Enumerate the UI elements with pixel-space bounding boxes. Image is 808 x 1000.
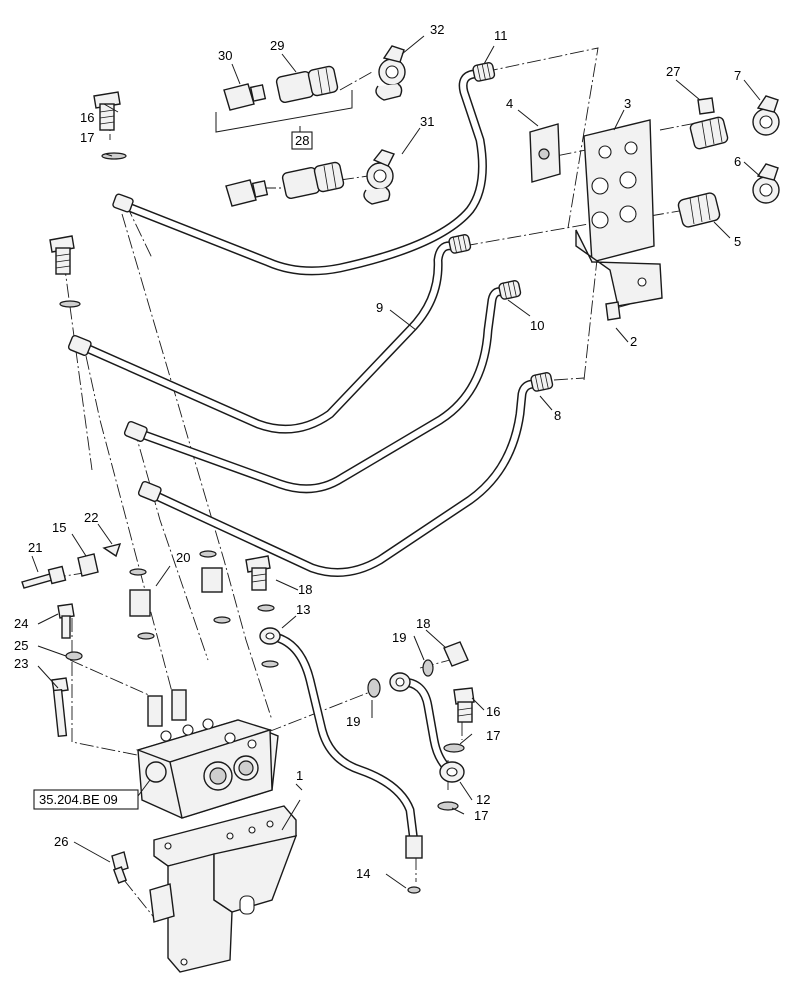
tube-11 (121, 69, 487, 276)
dust-cap-6 (752, 163, 780, 204)
banjo-bolt-left (49, 235, 75, 275)
callout-19-right: 19 (392, 630, 406, 645)
callout-17-mid: 17 (486, 728, 500, 743)
adapter-lower (225, 179, 269, 207)
leader-lines (31, 35, 763, 889)
washer-19-left (367, 678, 381, 698)
callout-2: 2 (630, 334, 637, 349)
bolt-2 (605, 301, 621, 321)
banjo-bolt-18-right (443, 641, 469, 667)
callout-18-left: 18 (298, 582, 312, 597)
banjo-bolt-16-upper (93, 91, 121, 131)
washer-17-lower (437, 801, 459, 811)
tube-couplings (448, 62, 554, 392)
tube-12 (397, 677, 457, 777)
coupler-5 (677, 192, 721, 228)
washer-17-upper (101, 152, 127, 160)
adapter-30 (223, 83, 267, 111)
bolt-23 (51, 677, 69, 738)
mounting-bracket-1 (149, 805, 298, 973)
callout-3: 3 (624, 96, 631, 111)
callout-10: 10 (530, 318, 544, 333)
dust-cap-7 (752, 95, 780, 136)
banjo-eye-13 (259, 627, 281, 668)
coupler-lower (281, 161, 345, 200)
callout-23: 23 (14, 656, 28, 671)
callout-31: 31 (420, 114, 434, 129)
tube-10 (131, 287, 507, 494)
tube-9 (77, 241, 457, 434)
callout-22: 22 (84, 510, 98, 525)
tube-13 (265, 631, 419, 847)
fitting-26 (111, 851, 129, 884)
callout-6: 6 (734, 154, 741, 169)
callout-16-lower: 16 (486, 704, 500, 719)
coupler-upper-right (689, 116, 729, 150)
callout-29: 29 (270, 38, 284, 53)
dust-cap-32 (375, 45, 406, 101)
callout-13: 13 (296, 602, 310, 617)
dust-cap-31 (363, 149, 395, 205)
callout-17-lower: 17 (474, 808, 488, 823)
banjo-eye-12-upper (389, 672, 411, 692)
callout-24: 24 (14, 616, 28, 631)
washer-19-right (422, 659, 434, 677)
callout-5: 5 (734, 234, 741, 249)
callout-4: 4 (506, 96, 513, 111)
callout-20: 20 (176, 550, 190, 565)
callout-8: 8 (554, 408, 561, 423)
bolt-24 (57, 603, 75, 639)
callout-28: 28 (295, 133, 309, 148)
callout-labels: 1 2 3 4 5 6 7 8 9 10 11 12 13 14 15 16 1… (14, 22, 741, 881)
plate-4 (529, 123, 561, 183)
callout-17-upper: 17 (80, 130, 94, 145)
bulkhead-plate-3 (575, 119, 663, 307)
callout-28-box: 28 (291, 131, 313, 150)
callout-11: 11 (494, 28, 508, 43)
callout-25: 25 (14, 638, 28, 653)
callout-16-upper: 16 (80, 110, 94, 125)
callout-21: 21 (28, 540, 42, 555)
fitting-center (199, 550, 231, 624)
tube-8 (143, 379, 539, 577)
callout-9: 9 (376, 300, 383, 315)
callout-30: 30 (218, 48, 232, 63)
reference-box: 35.204.BE 09 (33, 789, 139, 810)
callout-26: 26 (54, 834, 68, 849)
nut-27 (697, 97, 715, 115)
callout-12: 12 (476, 792, 490, 807)
callout-15: 15 (52, 520, 66, 535)
bracket-28 (215, 90, 353, 133)
reference-box-label: 35.204.BE 09 (39, 792, 118, 807)
callout-7: 7 (734, 68, 741, 83)
fitting-20 (129, 568, 155, 640)
banjo-bolt-18-left (245, 555, 275, 612)
switch-15-group (21, 543, 122, 589)
washer-25 (65, 651, 83, 661)
tube-end-14 (405, 835, 423, 894)
callout-19-left: 19 (346, 714, 360, 729)
washer-17-mid (443, 743, 465, 753)
callout-18-right: 18 (416, 616, 430, 631)
callout-27: 27 (666, 64, 680, 79)
callout-14: 14 (356, 866, 370, 881)
callout-1: 1 (296, 768, 303, 783)
washer-left (59, 300, 81, 308)
callout-32: 32 (430, 22, 444, 37)
banjo-bolt-16-lower (453, 687, 475, 723)
banjo-eye-12-lower (439, 761, 465, 783)
control-valve (135, 689, 279, 819)
coupler-29 (275, 65, 339, 104)
tube-end-nuts (67, 193, 162, 502)
